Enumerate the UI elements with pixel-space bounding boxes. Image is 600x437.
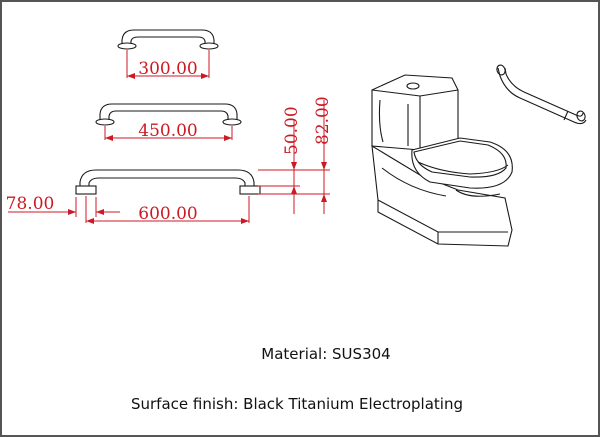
dimension-flange: 78.00 [6, 194, 120, 217]
material-caption: Material: SUS304 [261, 345, 390, 363]
dimension-label-300: 300.00 [138, 59, 197, 79]
angled-grab-bar [496, 64, 587, 125]
toilet-illustration [371, 74, 513, 247]
grab-bar-medium [95, 103, 242, 126]
dimension-projection: 50.00 82.00 [258, 96, 333, 214]
grab-bar-small [117, 29, 219, 50]
dimension-label-600: 600.00 [138, 204, 197, 224]
dimension-label-78: 78.00 [6, 194, 55, 214]
dimension-large: 600.00 [85, 196, 250, 224]
dimension-medium: 450.00 [104, 121, 233, 141]
finish-caption: Surface finish: Black Titanium Electropl… [131, 395, 463, 413]
dimension-label-450: 450.00 [138, 121, 197, 141]
grab-bar-large [75, 169, 261, 195]
dimension-small: 300.00 [126, 50, 210, 79]
dimension-label-50: 50.00 [282, 106, 302, 155]
dimension-label-82: 82.00 [313, 96, 333, 145]
